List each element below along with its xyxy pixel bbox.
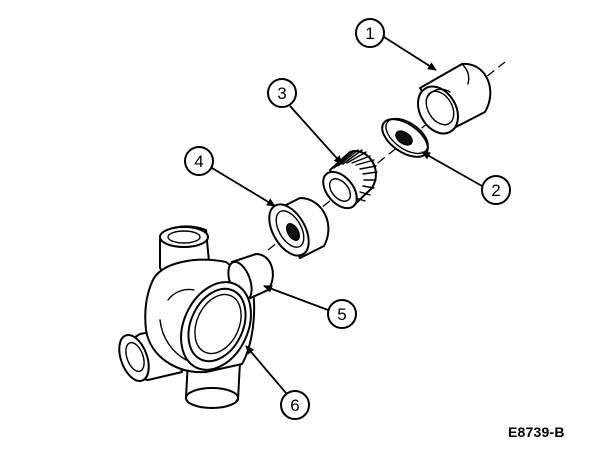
svg-text:2: 2	[491, 181, 500, 200]
part-seal	[268, 197, 330, 259]
callout-1: 1	[355, 18, 437, 71]
figure-reference-code: E8739-B	[508, 424, 565, 440]
callout-3: 3	[267, 78, 343, 165]
callout-6: 6	[245, 345, 310, 420]
part-bearing-cup	[417, 62, 492, 135]
svg-text:4: 4	[194, 152, 203, 171]
callout-2: 2	[421, 151, 511, 205]
svg-text:6: 6	[290, 396, 299, 415]
part-needle-rollers	[322, 149, 378, 210]
part-thrust-washer	[381, 117, 429, 158]
svg-text:5: 5	[337, 305, 346, 324]
svg-text:3: 3	[277, 84, 286, 103]
part-spider-cross	[118, 225, 274, 409]
callout-4: 4	[184, 146, 276, 207]
callout-5: 5	[263, 285, 357, 329]
svg-text:1: 1	[365, 24, 374, 43]
